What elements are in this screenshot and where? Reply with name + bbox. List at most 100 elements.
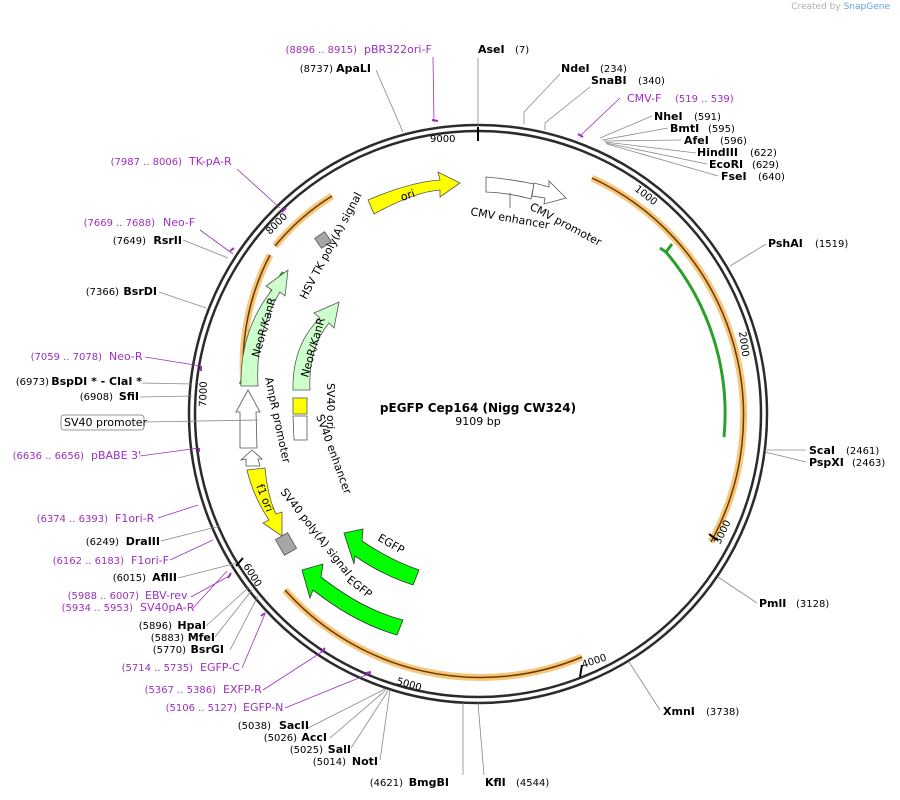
- enzyme-mfei-pos: (5883): [151, 633, 184, 644]
- enzyme-ndei-pos: (234): [600, 64, 627, 75]
- enzyme-draiii-pos: (6249): [86, 537, 119, 548]
- enzyme-bmti-pos: (595): [708, 124, 735, 135]
- primer-ebv-rev: EBV-rev: [145, 589, 188, 602]
- ori-label: ori: [399, 187, 417, 204]
- primer-neo-r-pos: (7059 .. 7078): [31, 352, 103, 363]
- leader-lines: [139, 58, 807, 776]
- plasmid-length: 9109 bp: [455, 415, 500, 428]
- enzyme-pshai: PshAI: [768, 237, 803, 250]
- enzyme-draiii: DraIII: [126, 535, 160, 548]
- primer-pbabe3-pos: (6636 .. 6656): [13, 451, 85, 462]
- hsv-tk-polya-label: HSV TK poly(A) signal: [297, 190, 364, 301]
- primer-marks: [198, 119, 584, 674]
- enzyme-ecori-pos: (629): [752, 160, 779, 171]
- enzyme-sfii-pos: (6908): [80, 392, 113, 403]
- sv40-enhancer-box: [292, 415, 308, 441]
- enzyme-kfli-pos: (4544): [516, 778, 549, 789]
- primer-cmv-f: CMV-F: [627, 92, 661, 105]
- primer-f1ori-r-pos: (6374 .. 6393): [37, 514, 109, 525]
- enzyme-hpai: HpaI: [177, 619, 206, 632]
- hsv-tk-polya-box: [314, 231, 332, 249]
- enzyme-hindiii-pos: (622): [750, 148, 777, 159]
- promoter-small-arrow: [239, 449, 264, 467]
- cds-highlights: [239, 174, 748, 681]
- enzyme-hindiii: HindIII: [697, 146, 738, 159]
- enzyme-acci-pos: (5026): [264, 733, 297, 744]
- enzyme-pshai-pos: (1519): [815, 239, 848, 250]
- primer-egfp-n: EGFP-N: [243, 701, 283, 714]
- egfp-arrow-1: [343, 528, 420, 586]
- ampr-promoter-label: AmpR promoter: [262, 376, 293, 465]
- tick-2000: 2000: [736, 331, 750, 358]
- enzyme-bspdi-clai-pos: (6973): [16, 377, 49, 388]
- enzyme-snabi: SnaBI: [591, 74, 627, 87]
- enzyme-bmgbi: BmgBI: [409, 776, 449, 789]
- enzyme-bmti: BmtI: [670, 122, 699, 135]
- primer-f1ori-r: F1ori-R: [115, 512, 155, 525]
- cmv-promoter-arrow: [531, 180, 567, 205]
- primer-egfp-c-pos: (5714 .. 5735): [122, 663, 194, 674]
- enzyme-rsrii: RsrII: [153, 234, 182, 247]
- enzyme-sali: SalI: [328, 743, 351, 756]
- primer-exfp-r: EXFP-R: [223, 683, 262, 696]
- enzyme-fsei-pos: (640): [758, 172, 785, 183]
- enzyme-bsrdi: BsrDI: [123, 285, 157, 298]
- enzyme-sali-pos: (5025): [290, 745, 323, 756]
- primer-pbr322ori-f: pBR322ori-F: [364, 43, 432, 56]
- tick-7000: 7000: [198, 381, 210, 407]
- enzyme-sfii: SfiI: [119, 390, 139, 403]
- enzyme-rsrii-pos: (7649): [113, 236, 146, 247]
- enzyme-scai-pos: (2461): [846, 446, 879, 457]
- primer-neo-f-pos: (7669 .. 7688): [84, 218, 156, 229]
- enzyme-sacii-pos: (5038): [238, 721, 271, 732]
- enzyme-pmli: PmlI: [759, 597, 786, 610]
- enzyme-xmni: XmnI: [663, 705, 695, 718]
- enzyme-aflii: AflII: [152, 571, 177, 584]
- egfp-arrow-2: [301, 563, 404, 636]
- credit-prefix: Created by: [791, 2, 841, 12]
- neor-outer-arrow: [240, 269, 289, 387]
- primer-ebv-rev-pos: (5988 .. 6007): [68, 591, 140, 602]
- sv40-ori-label: SV40 ori: [324, 383, 337, 429]
- primer-egfp-c: EGFP-C: [200, 661, 240, 674]
- primer-pbr322ori-f-pos: (8896 .. 8915): [286, 45, 358, 56]
- enzyme-nhei-pos: (591): [694, 112, 721, 123]
- enzyme-bmgbi-pos: (4621): [370, 778, 403, 789]
- enzyme-mfei: MfeI: [188, 631, 215, 644]
- enzyme-apali: ApaLI: [336, 62, 371, 75]
- snapgene-brand: SnapGene: [843, 2, 890, 12]
- enzyme-bspdi-clai: BspDI * - ClaI *: [51, 375, 142, 388]
- f1-ori-arrow: [246, 467, 283, 537]
- sv40-promoter-label: SV40 promoter: [64, 416, 148, 429]
- primer-cmv-f-pos: (519 .. 539): [675, 94, 734, 105]
- primer-neo-f: Neo-F: [163, 216, 195, 229]
- cmv-enhancer-arrow: [485, 176, 535, 200]
- enzyme-apali-pos: (8737): [300, 64, 333, 75]
- sv40-polya-box: [274, 532, 298, 556]
- ampr-promoter-arrow: [235, 389, 261, 449]
- enzyme-sacii: SacII: [279, 719, 309, 732]
- snapgene-credit: Created by SnapGene: [791, 2, 890, 12]
- ticks: [235, 127, 718, 678]
- primer-tk-pa-r: TK-pA-R: [188, 155, 232, 168]
- primer-sv40pa-r: SV40pA-R: [140, 601, 195, 614]
- enzyme-noti-pos: (5014): [313, 757, 346, 768]
- enzyme-asei: AseI: [478, 43, 505, 56]
- primer-neo-r: Neo-R: [109, 350, 143, 363]
- primer-f1ori-f-pos: (6162 .. 6183): [53, 556, 125, 567]
- plasmid-name: pEGFP Cep164 (Nigg CW324): [380, 401, 576, 415]
- enzyme-afei-pos: (596): [720, 136, 747, 147]
- enzyme-pspxi: PspXI: [809, 456, 844, 469]
- enzyme-acci: AccI: [301, 731, 327, 744]
- sv40-polya-label: SV40 poly(A) signal: [278, 486, 354, 579]
- primer-lines: [139, 56, 621, 709]
- primer-sv40pa-r-pos: (5934 .. 5953): [62, 603, 134, 614]
- enzyme-nhei: NheI: [654, 110, 683, 123]
- enzyme-hpai-pos: (5896): [139, 621, 172, 632]
- tick-9000: 9000: [430, 134, 455, 145]
- primer-exfp-r-pos: (5367 .. 5386): [145, 685, 217, 696]
- enzyme-pspxi-pos: (2463): [852, 458, 885, 469]
- enzyme-aflii-pos: (6015): [113, 573, 146, 584]
- ori-arrow: [367, 171, 461, 215]
- sv40-ori-box: [292, 397, 308, 415]
